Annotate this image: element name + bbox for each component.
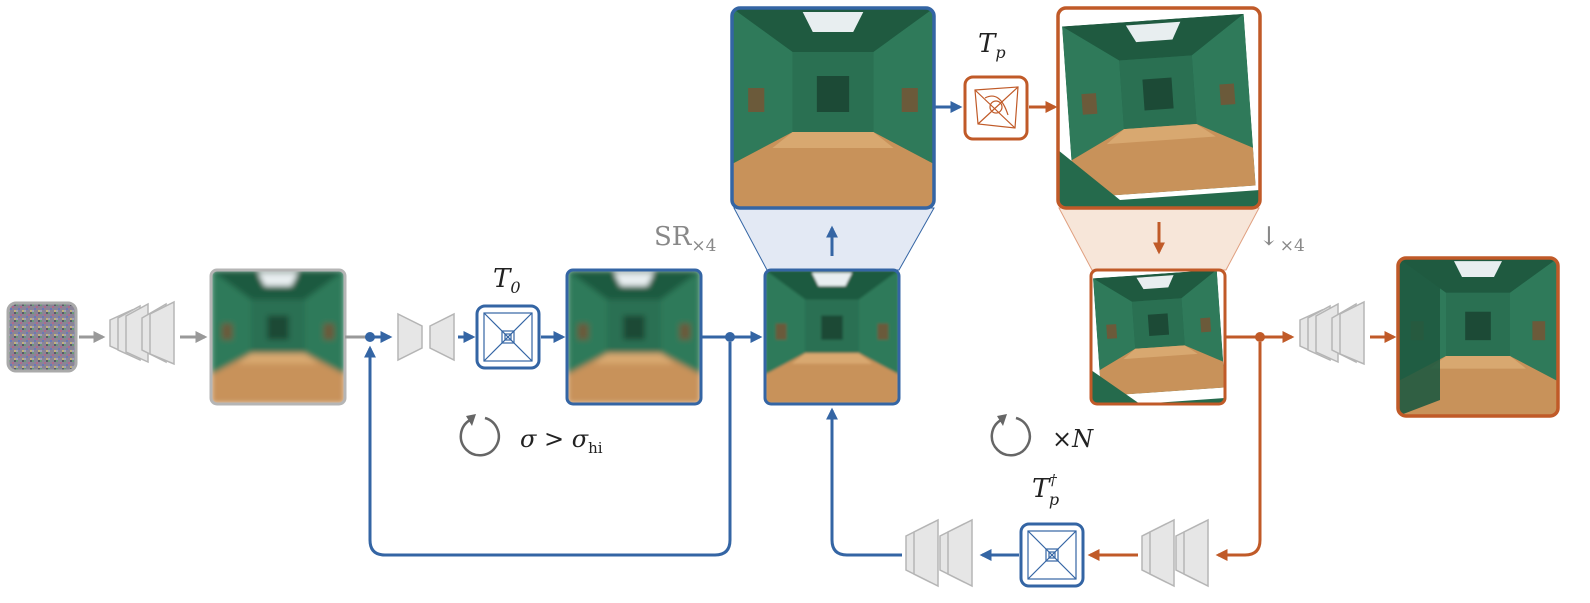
junction-dot [365,332,375,342]
encoder-icon [1141,518,1209,588]
t0-label: T0 [493,264,521,297]
warped-image-high-res [1058,13,1260,208]
refresh-loop-icon [459,414,501,457]
downscale-label: ↓×4 [1258,222,1305,256]
encoder-icon [397,312,455,362]
tp-dagger-operator-icon [1019,522,1085,588]
loop-condition-label: σ > σhi [520,425,603,457]
sr-label: SR×4 [654,222,716,256]
tp-dagger-label: T†p [1032,471,1059,509]
denoised-image-low-res [567,270,701,404]
decoder-icon [1299,300,1365,366]
warped-image-low-res [1091,270,1225,404]
denoise-loop-arrow [364,342,732,557]
tp-warp-operator-icon [963,75,1029,141]
refresh-loop-icon [990,414,1032,457]
blurry-initial-image [211,270,345,404]
junction-dot [1255,332,1265,342]
loop-repeat-label: ×N [1052,425,1094,453]
decoder-icon [109,300,175,366]
decoder-icon [905,518,973,588]
sharp-image-low-res [765,270,899,404]
upscale-trapezoid [733,207,935,271]
super-resolved-image [732,8,934,208]
tp-label: Tp [978,29,1006,62]
junction-dot [725,332,735,342]
return-arrow [826,407,902,557]
noise-image [6,301,78,373]
orange-loop-arrow [1215,342,1262,561]
final-output-image [1398,258,1558,416]
t0-operator-icon [475,304,541,370]
